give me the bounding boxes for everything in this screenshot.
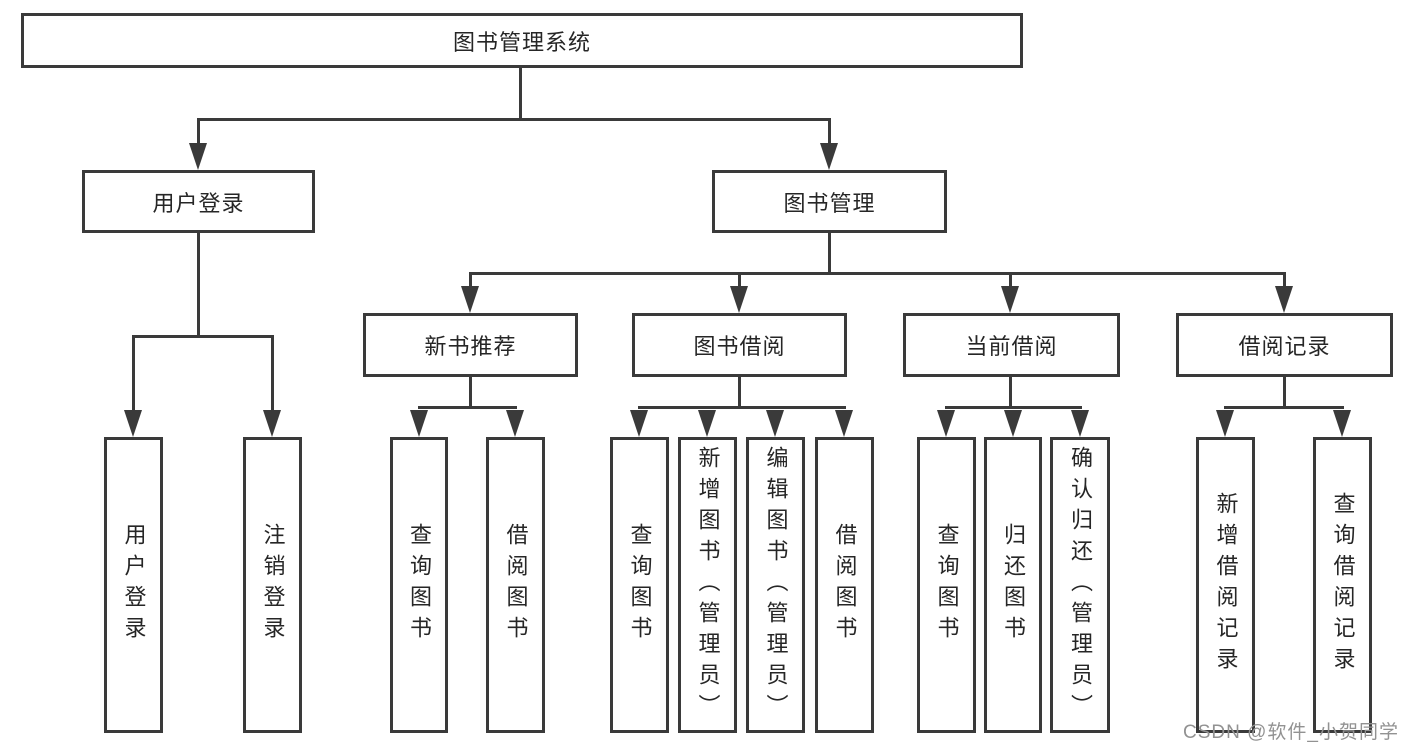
leaf-bookborrow-add-label: 新增图书（管理员） xyxy=(695,445,721,725)
connector-records-stem xyxy=(1283,377,1286,409)
connector-bookmgmt-drop2 xyxy=(738,272,741,288)
arrowhead-currentborrow-leaf2 xyxy=(1004,410,1022,437)
arrowhead-book-borrow xyxy=(730,286,748,313)
arrowhead-currentborrow-leaf1 xyxy=(937,410,955,437)
arrowhead-new-books xyxy=(461,286,479,313)
arrowhead-bookborrow-leaf1 xyxy=(630,410,648,437)
node-user-login: 用户登录 xyxy=(82,170,315,233)
connector-newbooks-branch xyxy=(418,406,517,409)
leaf-newbooks-query: 查询图书 xyxy=(390,437,448,733)
connector-bookmgmt-branch xyxy=(469,272,1285,275)
leaf-currentborrow-return: 归还图书 xyxy=(984,437,1042,733)
arrowhead-bookborrow-leaf2 xyxy=(698,410,716,437)
leaf-newbooks-borrow: 借阅图书 xyxy=(486,437,545,733)
connector-bookmgmt-stem xyxy=(828,233,831,275)
connector-root-stem xyxy=(519,68,522,120)
connector-bookmgmt-drop4 xyxy=(1283,272,1286,288)
arrowhead-current-borrow xyxy=(1001,286,1019,313)
arrowhead-borrow-records xyxy=(1275,286,1293,313)
node-borrow-records: 借阅记录 xyxy=(1176,313,1393,377)
leaf-newbooks-borrow-label: 借阅图书 xyxy=(503,523,529,647)
connector-records-branch xyxy=(1224,406,1344,409)
leaf-records-add: 新增借阅记录 xyxy=(1196,437,1255,733)
connector-userlogin-stem xyxy=(197,233,200,337)
connector-root-right-drop xyxy=(828,118,831,146)
arrowhead-user-login xyxy=(189,143,207,170)
leaf-logout: 注销登录 xyxy=(243,437,302,733)
arrowhead-logout-leaf xyxy=(263,410,281,437)
leaf-user-login-label: 用户登录 xyxy=(121,523,147,647)
connector-userlogin-drop1 xyxy=(132,335,135,411)
connector-bookborrow-branch xyxy=(638,406,846,409)
arrowhead-records-leaf2 xyxy=(1333,410,1351,437)
leaf-currentborrow-return-label: 归还图书 xyxy=(1001,523,1026,647)
connector-bookborrow-stem xyxy=(738,377,741,409)
leaf-user-login: 用户登录 xyxy=(104,437,163,733)
leaf-records-add-label: 新增借阅记录 xyxy=(1213,492,1239,678)
node-root: 图书管理系统 xyxy=(21,13,1023,68)
arrowhead-records-leaf1 xyxy=(1216,410,1234,437)
arrowhead-bookborrow-leaf4 xyxy=(835,410,853,437)
connector-userlogin-drop2 xyxy=(271,335,274,411)
arrowhead-newbooks-leaf2 xyxy=(506,410,524,437)
leaf-bookborrow-edit-label: 编辑图书（管理员） xyxy=(763,445,789,725)
leaf-currentborrow-query: 查询图书 xyxy=(917,437,976,733)
csdn-watermark: CSDN @软件_小贺同学 xyxy=(1183,722,1399,743)
leaf-currentborrow-confirm: 确认归还（管理员） xyxy=(1050,437,1110,733)
connector-currentborrow-branch xyxy=(945,406,1082,409)
leaf-bookborrow-borrow: 借阅图书 xyxy=(815,437,874,733)
leaf-newbooks-query-label: 查询图书 xyxy=(407,523,432,647)
arrowhead-currentborrow-leaf3 xyxy=(1071,410,1089,437)
node-book-management: 图书管理 xyxy=(712,170,947,233)
node-current-borrow: 当前借阅 xyxy=(903,313,1120,377)
node-new-book-recommend: 新书推荐 xyxy=(363,313,578,377)
leaf-bookborrow-query-label: 查询图书 xyxy=(627,523,653,647)
leaf-bookborrow-edit: 编辑图书（管理员） xyxy=(746,437,805,733)
node-book-borrow: 图书借阅 xyxy=(632,313,847,377)
arrowhead-newbooks-leaf1 xyxy=(410,410,428,437)
connector-root-branch xyxy=(197,118,831,121)
leaf-bookborrow-add: 新增图书（管理员） xyxy=(678,437,737,733)
leaf-records-query-label: 查询借阅记录 xyxy=(1330,492,1356,678)
leaf-bookborrow-query: 查询图书 xyxy=(610,437,669,733)
leaf-logout-label: 注销登录 xyxy=(260,523,286,647)
leaf-currentborrow-query-label: 查询图书 xyxy=(934,523,960,647)
connector-userlogin-branch xyxy=(132,335,274,338)
arrowhead-book-mgmt xyxy=(820,143,838,170)
connector-bookmgmt-drop1 xyxy=(469,272,472,288)
connector-currentborrow-stem xyxy=(1009,377,1012,409)
leaf-records-query: 查询借阅记录 xyxy=(1313,437,1372,733)
arrowhead-login-leaf xyxy=(124,410,142,437)
leaf-bookborrow-borrow-label: 借阅图书 xyxy=(832,523,858,647)
connector-root-left-drop xyxy=(197,118,200,146)
connector-bookmgmt-drop3 xyxy=(1009,272,1012,288)
leaf-currentborrow-confirm-label: 确认归还（管理员） xyxy=(1068,445,1093,725)
connector-newbooks-stem xyxy=(469,377,472,409)
arrowhead-bookborrow-leaf3 xyxy=(766,410,784,437)
